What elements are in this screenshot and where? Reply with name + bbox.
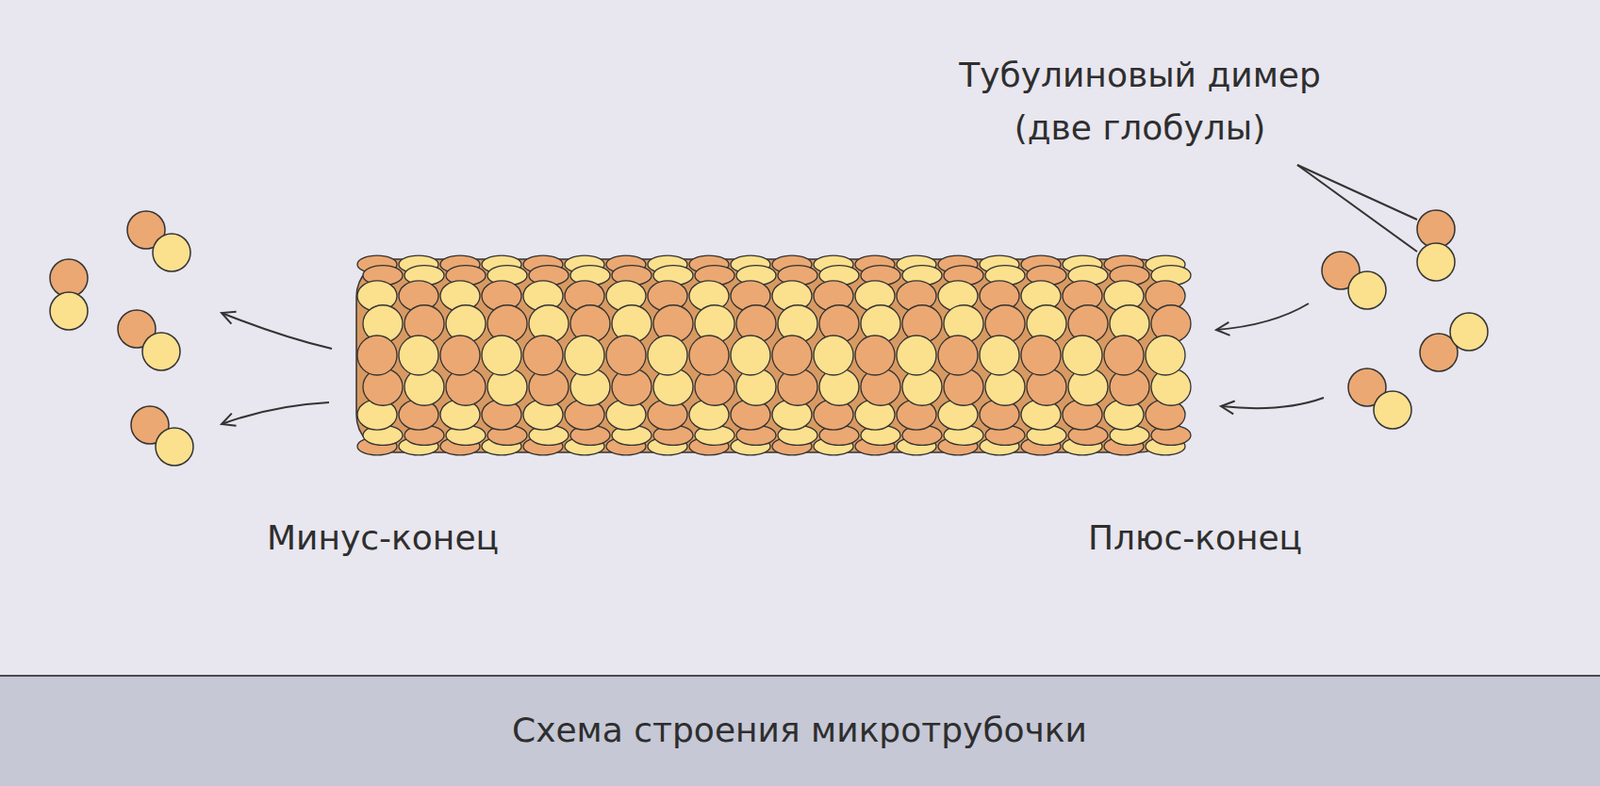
end-label: Минус-конец — [266, 511, 499, 565]
tubulin-globule — [689, 335, 729, 376]
tubulin-globule — [440, 335, 480, 376]
tubulin-globule — [1021, 335, 1061, 376]
tubulin-globule — [606, 335, 646, 376]
end-label: Плюс-конец — [1088, 511, 1303, 565]
tubulin-globule — [1417, 210, 1455, 248]
leader-lines — [1297, 164, 1418, 252]
tubulin-globule — [1417, 243, 1455, 281]
tubulin-globule — [855, 335, 895, 376]
tubulin-globule — [1145, 335, 1186, 376]
tubulin-globule — [1104, 335, 1144, 376]
caption: Схема строения микротрубочки — [511, 704, 1088, 758]
tubulin-globule — [730, 335, 771, 376]
tubulin-globule — [1062, 335, 1103, 376]
tubulin-globule — [49, 259, 88, 297]
tubulin-globule — [896, 335, 937, 376]
free-dimers — [49, 210, 1488, 466]
tubulin-globule — [938, 335, 978, 376]
tubulin-globule — [1450, 313, 1488, 351]
tubulin-globule — [155, 428, 194, 466]
tubulin-globule — [564, 335, 605, 376]
tubulin-globule — [398, 335, 439, 376]
dimer-callout: Тубулиновый димер (две глобулы) — [952, 49, 1328, 155]
tube-body — [356, 259, 1177, 453]
tubulin-globule — [1373, 391, 1412, 429]
tubulin-globule — [772, 335, 812, 376]
tubulin-globule — [481, 335, 522, 376]
tubulin-globule — [152, 233, 191, 272]
tubulin-globule — [1348, 271, 1386, 310]
tubulin-globule — [979, 335, 1020, 376]
tubulin-globule — [523, 335, 563, 376]
flow-arrows — [221, 303, 1324, 425]
tubulin-globule — [142, 332, 181, 371]
tubulin-globule — [49, 292, 88, 330]
microtubule-cylinder — [356, 255, 1191, 456]
tubulin-globule — [813, 335, 854, 376]
tubulin-globule — [357, 335, 397, 376]
tubulin-globule — [647, 335, 688, 376]
